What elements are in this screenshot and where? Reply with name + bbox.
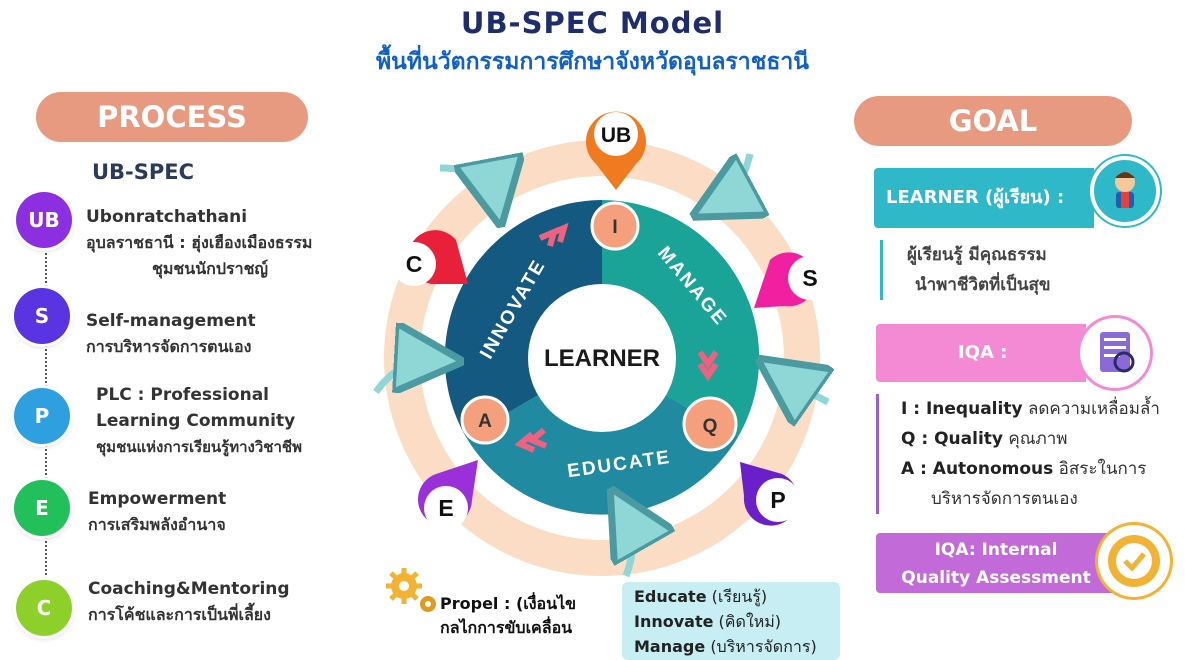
student-icon (1090, 156, 1160, 226)
legend-educate-desc: (เรียนรู้) (711, 587, 768, 606)
checklist-icon (1080, 318, 1150, 388)
propel-legend: Educate (เรียนรู้) Innovate (คิดใหม่) Ma… (622, 582, 840, 660)
step-c-text: Coaching&Mentoring การโค้ชและการเป็นพี่เ… (88, 576, 290, 628)
legend-innovate-desc: (คิดใหม่) (718, 612, 782, 631)
goal-iqa-label: IQA : (958, 342, 1008, 363)
legend-manage-desc: (บริหารจัดการ) (710, 637, 817, 656)
goal-learner-desc: ผู้เรียนรู้ มีคุณธรรม นำพาชีวิตที่เป็นสุ… (880, 240, 1050, 300)
step-c-letter: C (36, 596, 52, 620)
educate-segment (466, 358, 738, 515)
pin-p: P (740, 462, 800, 526)
goal-learner-desc1: ผู้เรียนรู้ มีคุณธรรม (907, 245, 1047, 265)
step-ub-desc1: อุบลราชธานี : ฮุ่งเฮืองเมืองธรรม (86, 233, 313, 252)
manage-chevron-icon (697, 350, 719, 382)
iqa-i-key: I : Inequality (901, 399, 1023, 419)
iqa-q-desc: คุณภาพ (1008, 429, 1068, 449)
learner-core (528, 284, 676, 432)
iqa-q-key: Q : Quality (901, 429, 1003, 449)
step-e-letter: E (35, 496, 49, 520)
step-p-title2: Learning Community (96, 411, 296, 431)
step-ub-desc2: ชุมชนนักปราชญ์ (152, 259, 269, 278)
iqa-a-key: A : Autonomous (901, 459, 1054, 479)
internal-line2: Quality Assessment (901, 568, 1091, 588)
propel-block: Propel : (เงื่อนไข กลไกการขับเคลื่อน (440, 592, 576, 640)
goal-iqa-banner: IQA : (876, 324, 1086, 382)
arrow-top-left-icon (439, 168, 496, 200)
pin-e-label: E (438, 495, 453, 521)
goal-heading: GOAL (854, 96, 1132, 146)
step-s-text: Self-management การบริหารจัดการตนเอง (86, 308, 256, 360)
step-c-circle: C (16, 580, 72, 636)
step-s-circle: S (14, 288, 70, 344)
step-p-circle: P (14, 388, 70, 444)
step-e-circle: E (14, 480, 70, 536)
step-e-text: Empowerment การเสริมพลังอำนาจ (88, 486, 226, 538)
quality-badge-icon (1098, 525, 1170, 597)
step-c-title: Coaching&Mentoring (88, 579, 290, 599)
propel-line2: กลไกการขับเคลื่อน (440, 618, 573, 637)
pin-c: C (392, 230, 468, 286)
innovate-chevron-icon (538, 222, 569, 247)
pin-ub-label: UB (601, 124, 631, 147)
legend-educate-key: Educate (634, 587, 707, 606)
goal-learner-label: LEARNER (ผู้เรียน) : (886, 187, 1065, 208)
arrow-left-icon (373, 360, 436, 392)
step-s-letter: S (34, 304, 50, 328)
iqa-a-desc-cont: บริหารจัดการตนเอง (931, 489, 1078, 509)
step-p-letter: P (34, 404, 50, 428)
pin-ub: UB (586, 111, 646, 190)
goal-iqa-list: I : Inequality ลดความเหลื่อมล้ำ Q : Qual… (876, 394, 1160, 514)
pin-s-label: S (802, 265, 817, 291)
gears-icon (386, 568, 436, 612)
propel-line1: Propel : (เงื่อนไข (440, 594, 577, 613)
step-ub-text: Ubonratchathani อุบลราชธานี : ฮุ่งเฮืองเ… (86, 204, 312, 282)
legend-innovate-key: Innovate (634, 612, 714, 631)
node-q-label: Q (703, 416, 718, 437)
arrow-top-right-icon (716, 153, 750, 204)
step-s-desc: การบริหารจัดการตนเอง (86, 337, 252, 356)
step-ub-title: Ubonratchathani (86, 207, 248, 227)
process-heading: PROCESS (36, 92, 308, 142)
step-p-title1: PLC : Professional (96, 385, 269, 405)
arrow-right-icon (780, 374, 828, 402)
pin-s: S (754, 252, 832, 308)
arrow-bottom-icon (624, 512, 633, 578)
step-p-desc: ชุมชนแห่งการเรียนรู้ทางวิชาชีพ (96, 438, 302, 456)
step-ub-circle: UB (16, 192, 72, 248)
step-p-text: PLC : Professional Learning Community ชุ… (96, 382, 302, 460)
node-a (460, 395, 510, 445)
internal-line1: IQA: Internal (934, 540, 1058, 560)
ubspec-label: UB-SPEC (92, 160, 195, 184)
node-a-label: A (478, 411, 492, 432)
educate-chevron-icon (514, 427, 548, 453)
iqa-a-desc: อิสระในการ (1058, 459, 1147, 479)
page-subtitle: พื้นที่นวัตกรรมการศึกษาจังหวัดอุบลราชธาน… (376, 49, 809, 75)
node-i (590, 201, 640, 251)
pin-c-label: C (406, 251, 423, 277)
step-e-desc: การเสริมพลังอำนาจ (88, 515, 226, 534)
page-title: UB-SPEC Model (460, 6, 725, 40)
learner-center-label: LEARNER (544, 345, 660, 372)
step-ub-letter: UB (28, 208, 60, 232)
iqa-i-desc: ลดความเหลื่อมล้ำ (1027, 399, 1160, 419)
pin-p-label: P (770, 487, 785, 513)
step-e-title: Empowerment (88, 489, 227, 509)
goal-internal-banner: IQA: Internal Quality Assessment (876, 533, 1116, 593)
step-c-desc: การโค้ชและการเป็นพี่เลี้ยง (88, 605, 271, 624)
cycle-diagram: LEARNER INNOVATE MANAGE EDUCATE I A Q UB… (373, 111, 860, 578)
legend-manage-key: Manage (634, 637, 706, 656)
goal-learner-desc2: นำพาชีวิตที่เป็นสุข (915, 275, 1051, 295)
step-s-title: Self-management (86, 311, 256, 331)
pin-e: E (418, 460, 478, 530)
node-q (682, 396, 738, 452)
node-i-label: I (612, 217, 617, 238)
goal-learner-banner: LEARNER (ผู้เรียน) : (874, 168, 1094, 228)
